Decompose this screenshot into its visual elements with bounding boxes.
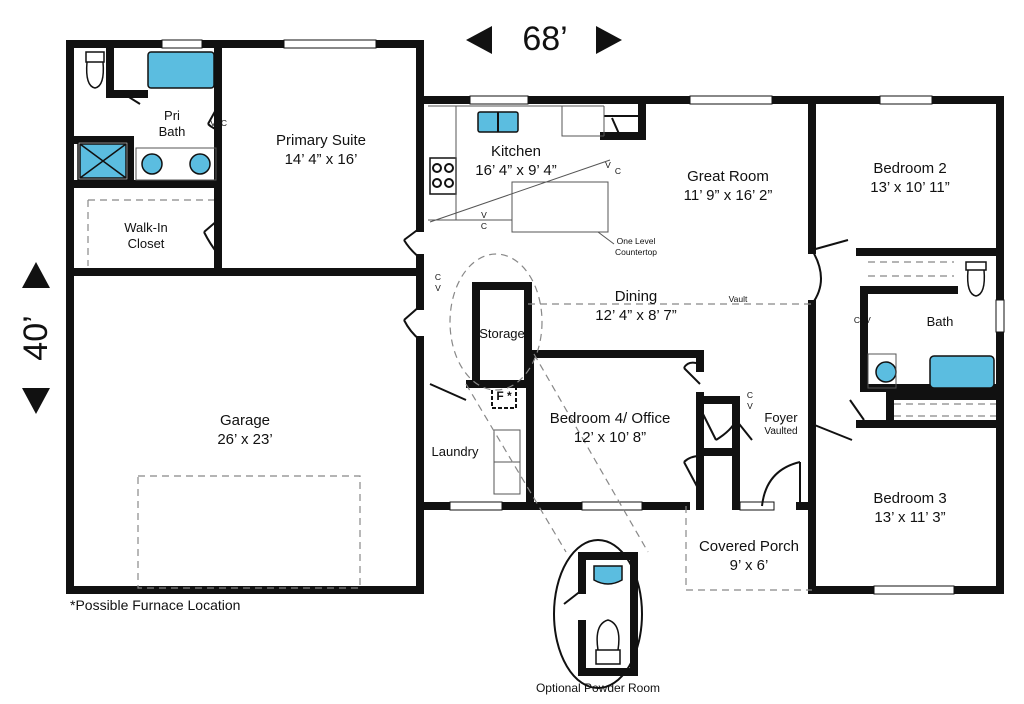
storage-label: Storage: [479, 326, 525, 341]
dining-label: Dining 12’ 4” x 8’ 7”: [595, 288, 676, 326]
primary-suite-label: Primary Suite 14’ 4” x 16’: [276, 132, 366, 170]
bedroom-3-name: Bedroom 3: [873, 490, 947, 507]
primary-suite-size: 14’ 4” x 16’: [284, 150, 358, 168]
vc-mark-v: V: [747, 401, 753, 411]
bedroom-4-office-name: Bedroom 4/ Office: [549, 410, 671, 427]
foyer-note: Vaulted: [764, 426, 798, 438]
covered-porch-label: Covered Porch 9’ x 6’: [699, 538, 799, 576]
pri-bath-tub-icon: [147, 51, 215, 89]
bath-sink-icon: [875, 361, 897, 383]
washer-icon: [493, 429, 521, 463]
great-room-name: Great Room: [687, 168, 769, 185]
bedroom-2-size: 13’ x 10’ 11”: [870, 178, 950, 196]
great-room-label: Great Room 11’ 9” x 16’ 2”: [684, 168, 773, 206]
bedroom-2-label: Bedroom 2 13’ x 10’ 11”: [870, 160, 950, 198]
foyer-label: Foyer Vaulted: [764, 410, 797, 439]
covered-porch-size: 9’ x 6’: [729, 556, 769, 574]
great-room-size: 11’ 9” x 16’ 2”: [683, 186, 773, 204]
vc-mark-c: C: [434, 272, 442, 282]
width-dimension: 68’: [522, 20, 568, 58]
powder-room-caption: Optional Powder Room: [535, 681, 661, 695]
furnace-mark: F *: [496, 389, 512, 403]
depth-arrow-down-icon: [22, 388, 50, 414]
bath-toilet-icon: [965, 261, 987, 297]
vc-mark-c: C: [746, 390, 754, 400]
laundry-label: Laundry: [431, 444, 479, 459]
vc-mark-c: C: [220, 118, 228, 128]
bedroom-3-size: 13’ x 11’ 3”: [874, 508, 946, 526]
interior-walls: [66, 40, 1004, 510]
vc-mark-c: C: [480, 221, 488, 231]
vc-mark-v: V: [865, 315, 871, 325]
dining-size: 12’ 4” x 8’ 7”: [595, 306, 677, 324]
dining-name: Dining: [614, 288, 658, 305]
walk-in-closet-label: Walk-In Closet: [124, 220, 168, 252]
vc-mark-v: V: [210, 118, 216, 128]
kitchen-name: Kitchen: [490, 143, 542, 160]
bedroom-2-name: Bedroom 2: [873, 160, 947, 177]
vc-mark-c: C: [614, 166, 622, 176]
stove-icon: [429, 157, 457, 195]
powder-room-inset: [553, 539, 643, 689]
vc-mark-v: V: [481, 210, 487, 220]
bedroom-4-office-label: Bedroom 4/ Office 12’ x 10’ 8”: [550, 410, 671, 448]
pri-bath-label: Pri Bath: [158, 108, 186, 140]
countertop-note: One Level Countertop: [614, 236, 658, 257]
pri-bath-sink-1-icon: [141, 153, 163, 175]
garage-label: Garage 26’ x 23’: [217, 412, 272, 450]
pri-bath-sink-2-icon: [189, 153, 211, 175]
garage-name: Garage: [219, 412, 271, 429]
vc-mark-v: V: [435, 283, 441, 293]
width-arrow-right-icon: [596, 26, 622, 54]
bath-tub-icon: [929, 355, 995, 389]
garage-size: 26’ x 23’: [217, 430, 273, 448]
primary-suite-name: Primary Suite: [275, 132, 367, 149]
fixtures: [77, 51, 995, 495]
powder-room-toilet-icon: [595, 619, 621, 665]
bath-label: Bath: [926, 314, 954, 329]
dryer-icon: [493, 461, 521, 495]
powder-room-zone: [449, 253, 543, 391]
dashed-lines: [87, 159, 996, 591]
bedroom-3-label: Bedroom 3 13’ x 11’ 3”: [873, 490, 946, 528]
kitchen-size: 16’ 4” x 9’ 4”: [475, 161, 557, 179]
windows: [161, 39, 1005, 595]
kitchen-island-icon: [511, 181, 609, 233]
depth-arrow-up-icon: [22, 262, 50, 288]
pri-bath-toilet-icon: [85, 51, 105, 89]
foyer-name: Foyer: [764, 410, 798, 425]
doors: [123, 93, 865, 507]
covered-porch-name: Covered Porch: [698, 538, 800, 555]
furnace-location-note: *Possible Furnace Location: [70, 597, 241, 613]
vc-mark-c: C: [853, 315, 861, 325]
kitchen-label: Kitchen 16’ 4” x 9’ 4”: [475, 143, 556, 181]
width-arrow-left-icon: [466, 26, 492, 54]
furnace-icon: [491, 385, 517, 409]
depth-dimension: 40’: [16, 315, 55, 361]
vault-note: Vault: [728, 294, 748, 304]
vc-mark-v: V: [605, 160, 611, 170]
bedroom-4-office-size: 12’ x 10’ 8”: [573, 428, 647, 446]
powder-room-sink-icon: [593, 565, 623, 585]
